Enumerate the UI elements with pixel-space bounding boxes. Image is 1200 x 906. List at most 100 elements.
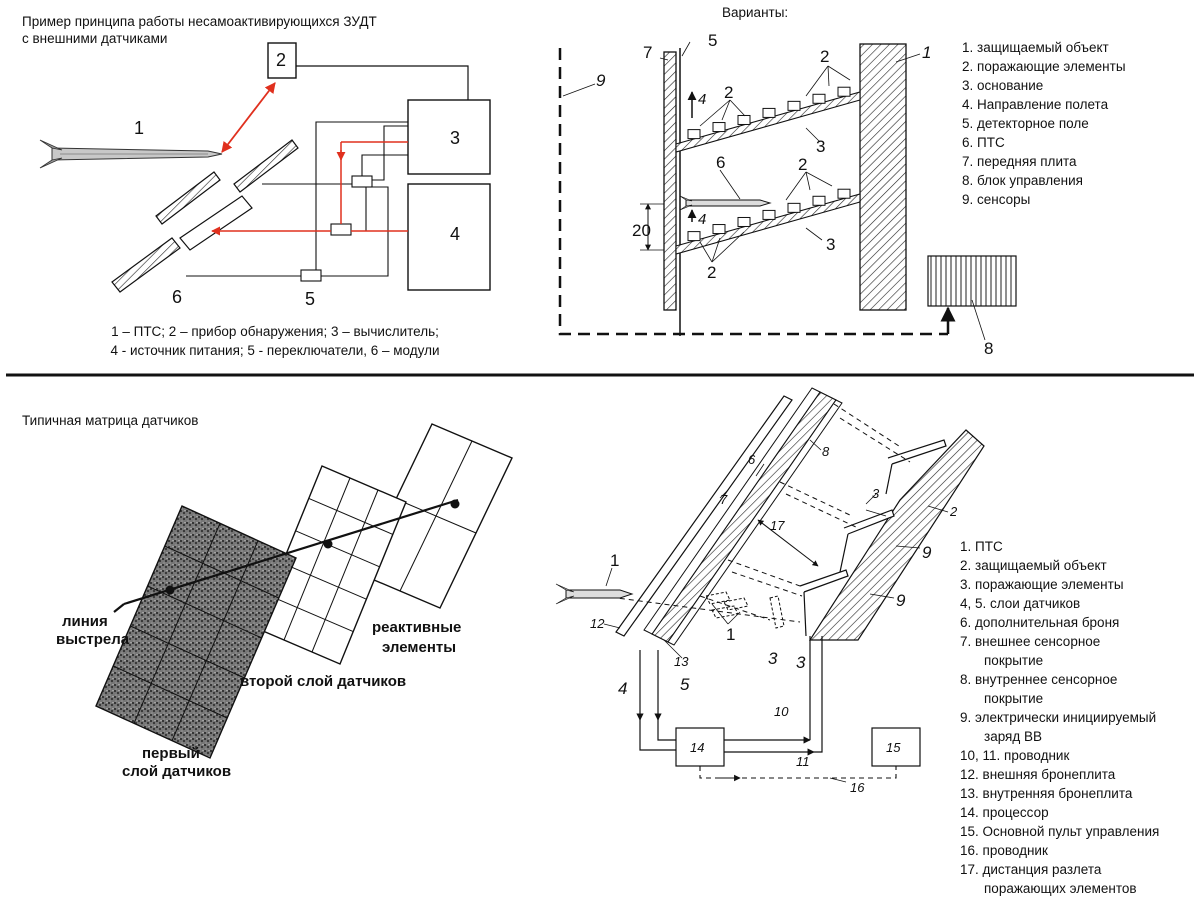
grid-line [171,540,259,741]
bottom-right-diagram: 1 6 8 7 3 2 17 9 9 1 3 3 12 13 4 5 10 11… [555,387,985,795]
striking-element [737,216,751,227]
bottom-left-diagram: линия выстрела реактивные элементы второ… [56,423,513,780]
label-9: 9 [596,71,606,90]
legend-item: 1. защищаемый объект [962,40,1109,55]
striking-element [687,231,701,242]
legend-item: 6. дополнительная броня [960,615,1120,630]
grid-line [133,523,221,724]
label-4b: 4 [698,211,706,228]
label-8: 8 [822,444,830,459]
top-right-legend: 1. защищаемый объект 2. поражающие элемен… [962,38,1126,209]
grid-line [311,489,379,653]
top-left-title-line1: Пример принципа работы несамоактивирующи… [22,14,377,29]
switch [300,269,322,282]
second-layer-grid [269,477,393,653]
label-1: 1 [134,118,144,138]
grid-line [295,530,380,568]
striking-element [812,93,826,104]
legend-item: заряд ВВ [984,729,1043,744]
top-left-title: Пример принципа работы несамоактивирующи… [22,13,377,47]
legend-item: 3. основание [962,78,1044,93]
striking-element [712,122,726,133]
label-11: 11 [796,754,810,769]
label-7: 7 [720,492,728,507]
label-10: 10 [774,704,789,719]
legend-item: поражающих элементов [984,881,1137,896]
label-6: 6 [172,287,182,307]
striking-element [762,209,776,220]
grid-line [269,595,354,633]
label-14: 14 [690,740,704,755]
label-first-layer-1: первый [142,745,200,762]
legend-item: 15. Основной пульт управления [960,824,1160,839]
label-13: 13 [674,654,689,669]
control-block [927,255,1017,307]
striking-elements [687,86,851,242]
label-5: 5 [305,289,315,309]
grid-line [112,665,228,719]
grid-line [147,585,262,639]
legend-item: 9. электрически инициируемый [960,710,1157,725]
legend-item: 2. защищаемый объект [960,558,1107,573]
legend-item: 2. поражающие элементы [962,59,1126,74]
top-left-caption-line1: 1 – ПТС; 2 – прибор обнаружения; 3 – выч… [111,324,439,339]
legend-item: 14. процессор [960,805,1049,820]
label-6: 6 [748,452,756,467]
hit-point [165,585,175,595]
label-1: 1 [922,43,931,62]
legend-item: покрытие [984,653,1044,668]
label-1: 1 [610,551,619,570]
striking-element [812,195,826,206]
label-6: 6 [716,153,725,172]
label-line-of-fire-2: выстрела [56,631,130,648]
detector-box [267,42,297,79]
protected-object [808,429,985,641]
legend-item: 4. Направление полета [962,97,1109,112]
label-2: 2 [276,50,286,70]
grid-line [164,545,280,599]
label-17: 17 [770,518,785,533]
label-line-of-fire-1: линия [62,613,108,630]
label-1b: 1 [726,625,735,644]
label-3b: 3 [826,235,835,254]
computer-box [407,99,491,175]
striking-element [737,114,751,125]
label-4: 4 [450,224,460,244]
front-plate [663,51,677,311]
legend-item: 3. поражающие элементы [960,577,1124,592]
legend-item: 8. блок управления [962,173,1083,188]
label-8: 8 [984,339,993,358]
label-12: 12 [590,616,605,631]
switch [351,175,373,188]
label-2c: 2 [798,155,807,174]
legend-item: 12. внешняя бронеплита [960,767,1116,782]
legend-item: 9. сенсоры [962,192,1031,207]
label-15: 15 [886,740,901,755]
legend-item: 10, 11. проводник [960,748,1070,763]
striking-element [837,86,851,97]
top-right-diagram: 7 5 1 9 2 4 2 3 6 2 4 20 3 2 8 [558,31,1017,358]
additional-armor [651,391,837,643]
legend-item: 8. внутреннее сенсорное [960,672,1118,687]
label-4: 4 [698,91,706,108]
legend-item: покрытие [984,691,1044,706]
grid-line [282,562,367,600]
legend-item: 17. дистанция разлета [960,862,1102,877]
projectile-icon [679,195,772,211]
label-2d: 2 [707,263,716,282]
label-9b: 9 [896,591,906,610]
power-box [407,183,491,291]
label-2: 2 [820,47,829,66]
label-2b: 2 [724,83,733,102]
legend-item: 5. детекторное поле [962,116,1089,131]
label-5: 5 [680,675,690,694]
top-left-caption: 1 – ПТС; 2 – прибор обнаружения; 3 – выч… [60,322,490,360]
label-3a: 3 [872,486,880,501]
grid-line [130,625,245,679]
label-3c: 3 [796,653,806,672]
label-reactive-1: реактивные [372,619,461,636]
label-4: 4 [618,679,627,698]
label-first-layer-2: слой датчиков [122,763,231,780]
label-second-layer: второй слой датчиков [240,673,406,690]
